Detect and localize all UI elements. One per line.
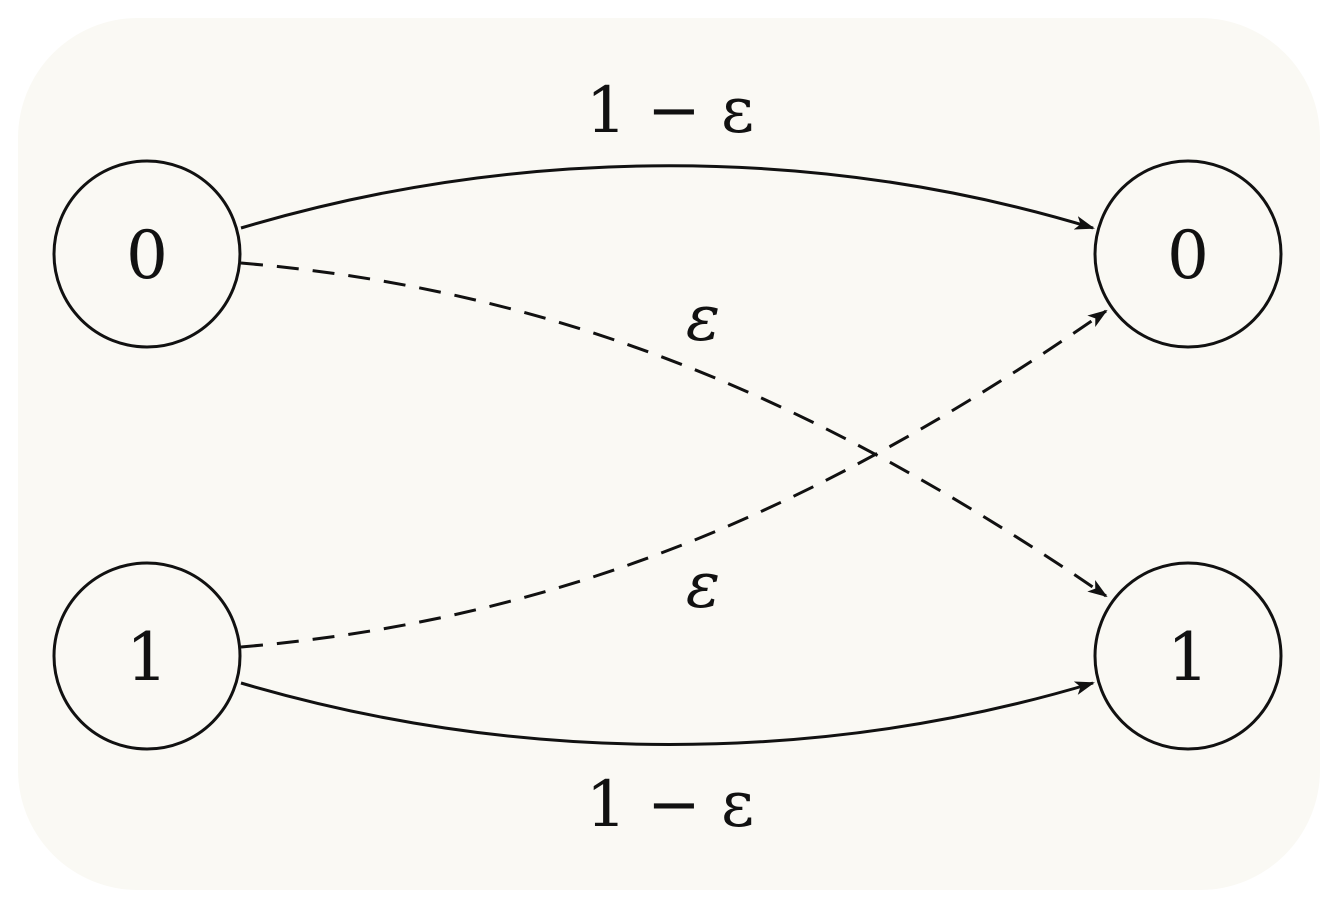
edge-1-to-0 (240, 309, 1108, 649)
node-input-1-label: 1 (126, 619, 168, 696)
node-output-1: 1 (1093, 561, 1283, 751)
diagram-panel (18, 18, 1320, 890)
edge-label-0-1: ε (686, 282, 720, 356)
node-input-0-label: 0 (126, 217, 168, 294)
edge-label-1-1: 1 − ε (586, 768, 754, 842)
node-output-1-label: 1 (1167, 619, 1209, 696)
node-input-0: 0 (52, 159, 242, 349)
edge-label-0-0: 1 − ε (586, 74, 754, 148)
edge-1-to-1 (240, 681, 1095, 746)
edge-label-1-0: ε (686, 549, 720, 623)
edge-0-to-0 (240, 164, 1095, 230)
node-input-1: 1 (52, 561, 242, 751)
node-output-0: 0 (1093, 159, 1283, 349)
node-output-0-label: 0 (1167, 217, 1209, 294)
